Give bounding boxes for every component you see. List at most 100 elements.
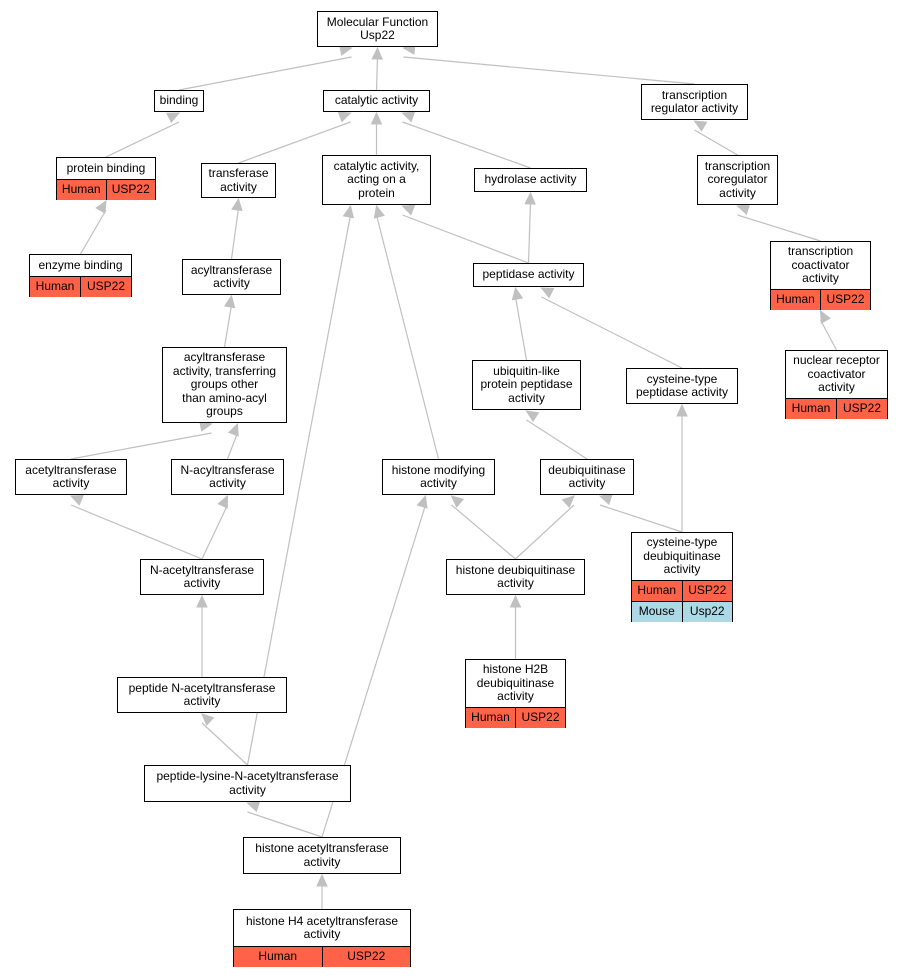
species-name: Human [35, 279, 75, 294]
edge-line [402, 121, 531, 169]
edge-line [694, 129, 738, 156]
edge-line [79, 209, 107, 255]
arrowhead [524, 191, 536, 205]
node-transcription-regulator-activity[interactable]: transcription regulator activity [641, 84, 748, 120]
node-n-acyltransferase-activity[interactable]: N-acyltransferase activity [171, 459, 284, 495]
species-name: Human [637, 583, 677, 598]
arrowhead [342, 204, 355, 219]
node-peptide-n-acetyltransferase-activity[interactable]: peptide N-acetyltransferase activity [117, 677, 287, 713]
node-label: acyltransferase activity [190, 262, 273, 290]
edge-line [105, 121, 180, 158]
edge-line [375, 56, 379, 91]
species-row-mouse: Mouse Usp22 [632, 601, 732, 622]
gene-name: Usp22 [681, 602, 733, 622]
species-row-human: Human USP22 [632, 580, 732, 601]
arrowhead [525, 410, 540, 423]
arrowhead [540, 287, 555, 299]
node-label: cysteine-type peptidase activity [635, 371, 729, 399]
edge-line [402, 214, 529, 264]
arrowhead [246, 801, 261, 813]
node-label: nuclear receptor coactivator activity [793, 353, 880, 395]
node-ubiquitin-like-protein-peptidase-activity[interactable]: ubiquitin-like protein peptidase activit… [472, 360, 581, 410]
node-label: cysteine-type deubiquitinase activity [643, 535, 721, 577]
arrowhead [416, 494, 428, 509]
arrowhead [819, 309, 832, 324]
node-molecular-function[interactable]: Molecular Function Usp22 [317, 11, 438, 47]
edge-line [737, 214, 821, 242]
node-acetyltransferase-activity[interactable]: acetyltransferase activity [15, 459, 127, 495]
node-transcription-coregulator-activity[interactable]: transcription coregulator activity [697, 155, 778, 205]
node-label: peptide N-acetyltransferase activity [128, 680, 276, 708]
node-label: peptide-lysine-N-acetyltransferase activ… [156, 769, 339, 797]
edge-line [70, 504, 203, 560]
arrowhead [509, 594, 522, 608]
node-histone-deubiquitinase-activity[interactable]: histone deubiquitinase activity [446, 559, 585, 595]
node-label: peptidase activity [482, 267, 575, 282]
node-peptide-lysine-n-acetyltransferase-activity[interactable]: peptide-lysine-N-acetyltransferase activ… [144, 765, 351, 802]
node-transferase-activity[interactable]: transferase activity [201, 163, 276, 198]
species-name: Mouse [638, 604, 675, 619]
node-label: histone deubiquitinase activity [455, 562, 576, 590]
node-deubiquitinase-activity[interactable]: deubiquitinase activity [540, 459, 634, 495]
node-cysteine-type-peptidase-activity[interactable]: cysteine-type peptidase activity [626, 368, 738, 404]
node-label: N-acyltransferase activity [180, 462, 275, 490]
node-binding[interactable]: binding [154, 90, 204, 112]
edge-line [515, 504, 575, 560]
node-catalytic-activity-on-protein[interactable]: catalytic activity, acting on a protein [322, 155, 431, 205]
gene-name: USP22 [105, 180, 156, 200]
node-hydrolase-activity[interactable]: hydrolase activity [474, 168, 587, 192]
arrowhead [223, 294, 236, 309]
node-histone-acetyltransferase-activity[interactable]: histone acetyltransferase activity [243, 837, 401, 874]
node-label: transferase activity [208, 166, 269, 194]
gene-name: USP22 [820, 290, 870, 310]
gene-name: USP22 [681, 581, 733, 601]
arrowhead [166, 112, 181, 124]
node-label: catalytic activity [334, 93, 419, 108]
arrowhead [561, 495, 575, 509]
arrowhead [676, 403, 688, 417]
node-label: protein binding [66, 160, 146, 175]
node-label: deubiquitinase activity [548, 462, 626, 490]
arrowhead [231, 197, 243, 212]
edge-line [238, 121, 351, 164]
arrowhead [227, 422, 239, 437]
node-n-acetyltransferase-activity[interactable]: N-acetyltransferase activity [140, 559, 264, 595]
node-histone-modifying-activity[interactable]: histone modifying activity [382, 459, 495, 495]
arrowhead [401, 204, 416, 216]
edge-line [527, 201, 532, 264]
arrowhead [217, 494, 229, 509]
arrowhead [370, 111, 383, 125]
edge-line [375, 214, 440, 460]
node-acyltransferase-activity[interactable]: acyltransferase activity [182, 259, 281, 295]
edge-line [247, 811, 323, 838]
edge-line [451, 504, 516, 560]
node-label: histone acetyltransferase activity [255, 841, 389, 869]
node-label: histone H2B deubiquitinase activity [476, 662, 555, 704]
arrowhead [196, 594, 208, 608]
node-label: histone modifying activity [391, 462, 486, 490]
node-catalytic-activity[interactable]: catalytic activity [323, 90, 430, 112]
node-peptidase-activity[interactable]: peptidase activity [473, 263, 584, 287]
edge-line [178, 56, 352, 91]
species-name: Human [776, 292, 815, 307]
node-acyltransferase-non-aminoacyl[interactable]: acyltransferase activity, transferring g… [162, 347, 287, 423]
arrowhead [736, 203, 751, 215]
node-label: binding [159, 93, 199, 108]
gene-name: USP22 [321, 947, 411, 967]
node-label: enzyme binding [38, 257, 123, 272]
node-label: histone H4 acetyltransferase activity [245, 913, 399, 941]
node-label: transcription coregulator activity [704, 158, 771, 200]
edge-line [819, 319, 838, 351]
edge-line [70, 432, 212, 460]
